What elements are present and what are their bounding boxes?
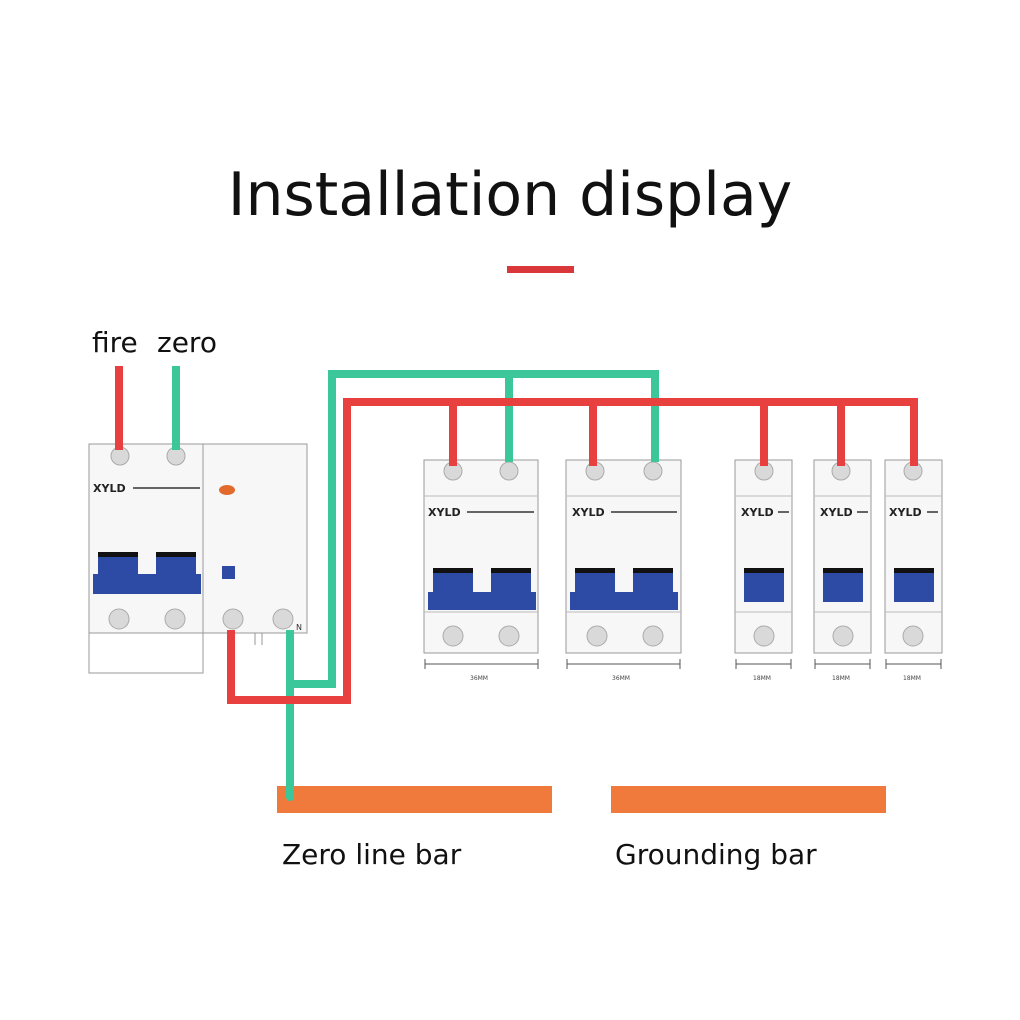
- breaker-handle: [744, 568, 784, 602]
- branch-breaker-1p-1[interactable]: XYLD 18MM: [734, 459, 793, 682]
- title-accent-bar: [507, 266, 574, 273]
- breaker-handle: [823, 568, 863, 602]
- terminal-screw: [108, 608, 130, 630]
- width-dimension: 18MM: [753, 675, 771, 682]
- brand-label: XYLD: [428, 506, 461, 519]
- zero-line-bar: [277, 786, 552, 813]
- zero-label: zero: [157, 326, 217, 359]
- live-wire: [227, 398, 918, 704]
- neutral-connection-point: [286, 793, 294, 801]
- terminal-screw: [642, 625, 664, 647]
- terminal-screw: [442, 625, 464, 647]
- terminal-screw: [272, 608, 294, 630]
- terminal-screw: [499, 461, 519, 481]
- width-dimension: 18MM: [903, 675, 921, 682]
- branch-breaker-1p-2[interactable]: XYLD 18MM: [813, 459, 872, 682]
- page-title: Installation display: [227, 160, 793, 230]
- test-button: [222, 566, 235, 579]
- grounding-bar: [611, 786, 886, 813]
- rcd-module[interactable]: N: [202, 443, 308, 645]
- brand-label: XYLD: [572, 506, 605, 519]
- terminal-screw: [902, 625, 924, 647]
- indicator-light: [219, 485, 235, 495]
- width-dimension: 18MM: [832, 675, 850, 682]
- breaker-handle: [93, 554, 201, 594]
- brand-label: XYLD: [889, 506, 922, 519]
- breaker-handle: [428, 572, 536, 610]
- terminal-screw: [753, 625, 775, 647]
- brand-label: XYLD: [741, 506, 774, 519]
- main-breaker[interactable]: XYLD: [88, 443, 204, 674]
- neutral-mark: N: [296, 623, 302, 632]
- terminal-screw: [164, 608, 186, 630]
- neutral-wire: [286, 370, 659, 688]
- branch-breaker-1p-3[interactable]: XYLD 18MM: [884, 459, 943, 682]
- live-wiring: [115, 366, 918, 704]
- brand-label: XYLD: [820, 506, 853, 519]
- grounding-bar-label: Grounding bar: [615, 838, 817, 871]
- breaker-handle: [894, 568, 934, 602]
- breaker-handle: [570, 572, 678, 610]
- terminal-screw: [832, 625, 854, 647]
- terminal-screw: [586, 625, 608, 647]
- branch-breaker-2p-1[interactable]: XYLD 36MM: [423, 459, 539, 682]
- terminal-screw: [222, 608, 244, 630]
- width-dimension: 36MM: [470, 675, 488, 682]
- brand-label: XYLD: [93, 482, 126, 495]
- fire-label: fire: [92, 326, 138, 359]
- terminal-screw: [498, 625, 520, 647]
- branch-breaker-2p-2[interactable]: XYLD 36MM: [565, 459, 682, 682]
- zero-line-bar-label: Zero line bar: [282, 838, 462, 871]
- terminal-screw: [643, 461, 663, 481]
- width-dimension: 36MM: [612, 675, 630, 682]
